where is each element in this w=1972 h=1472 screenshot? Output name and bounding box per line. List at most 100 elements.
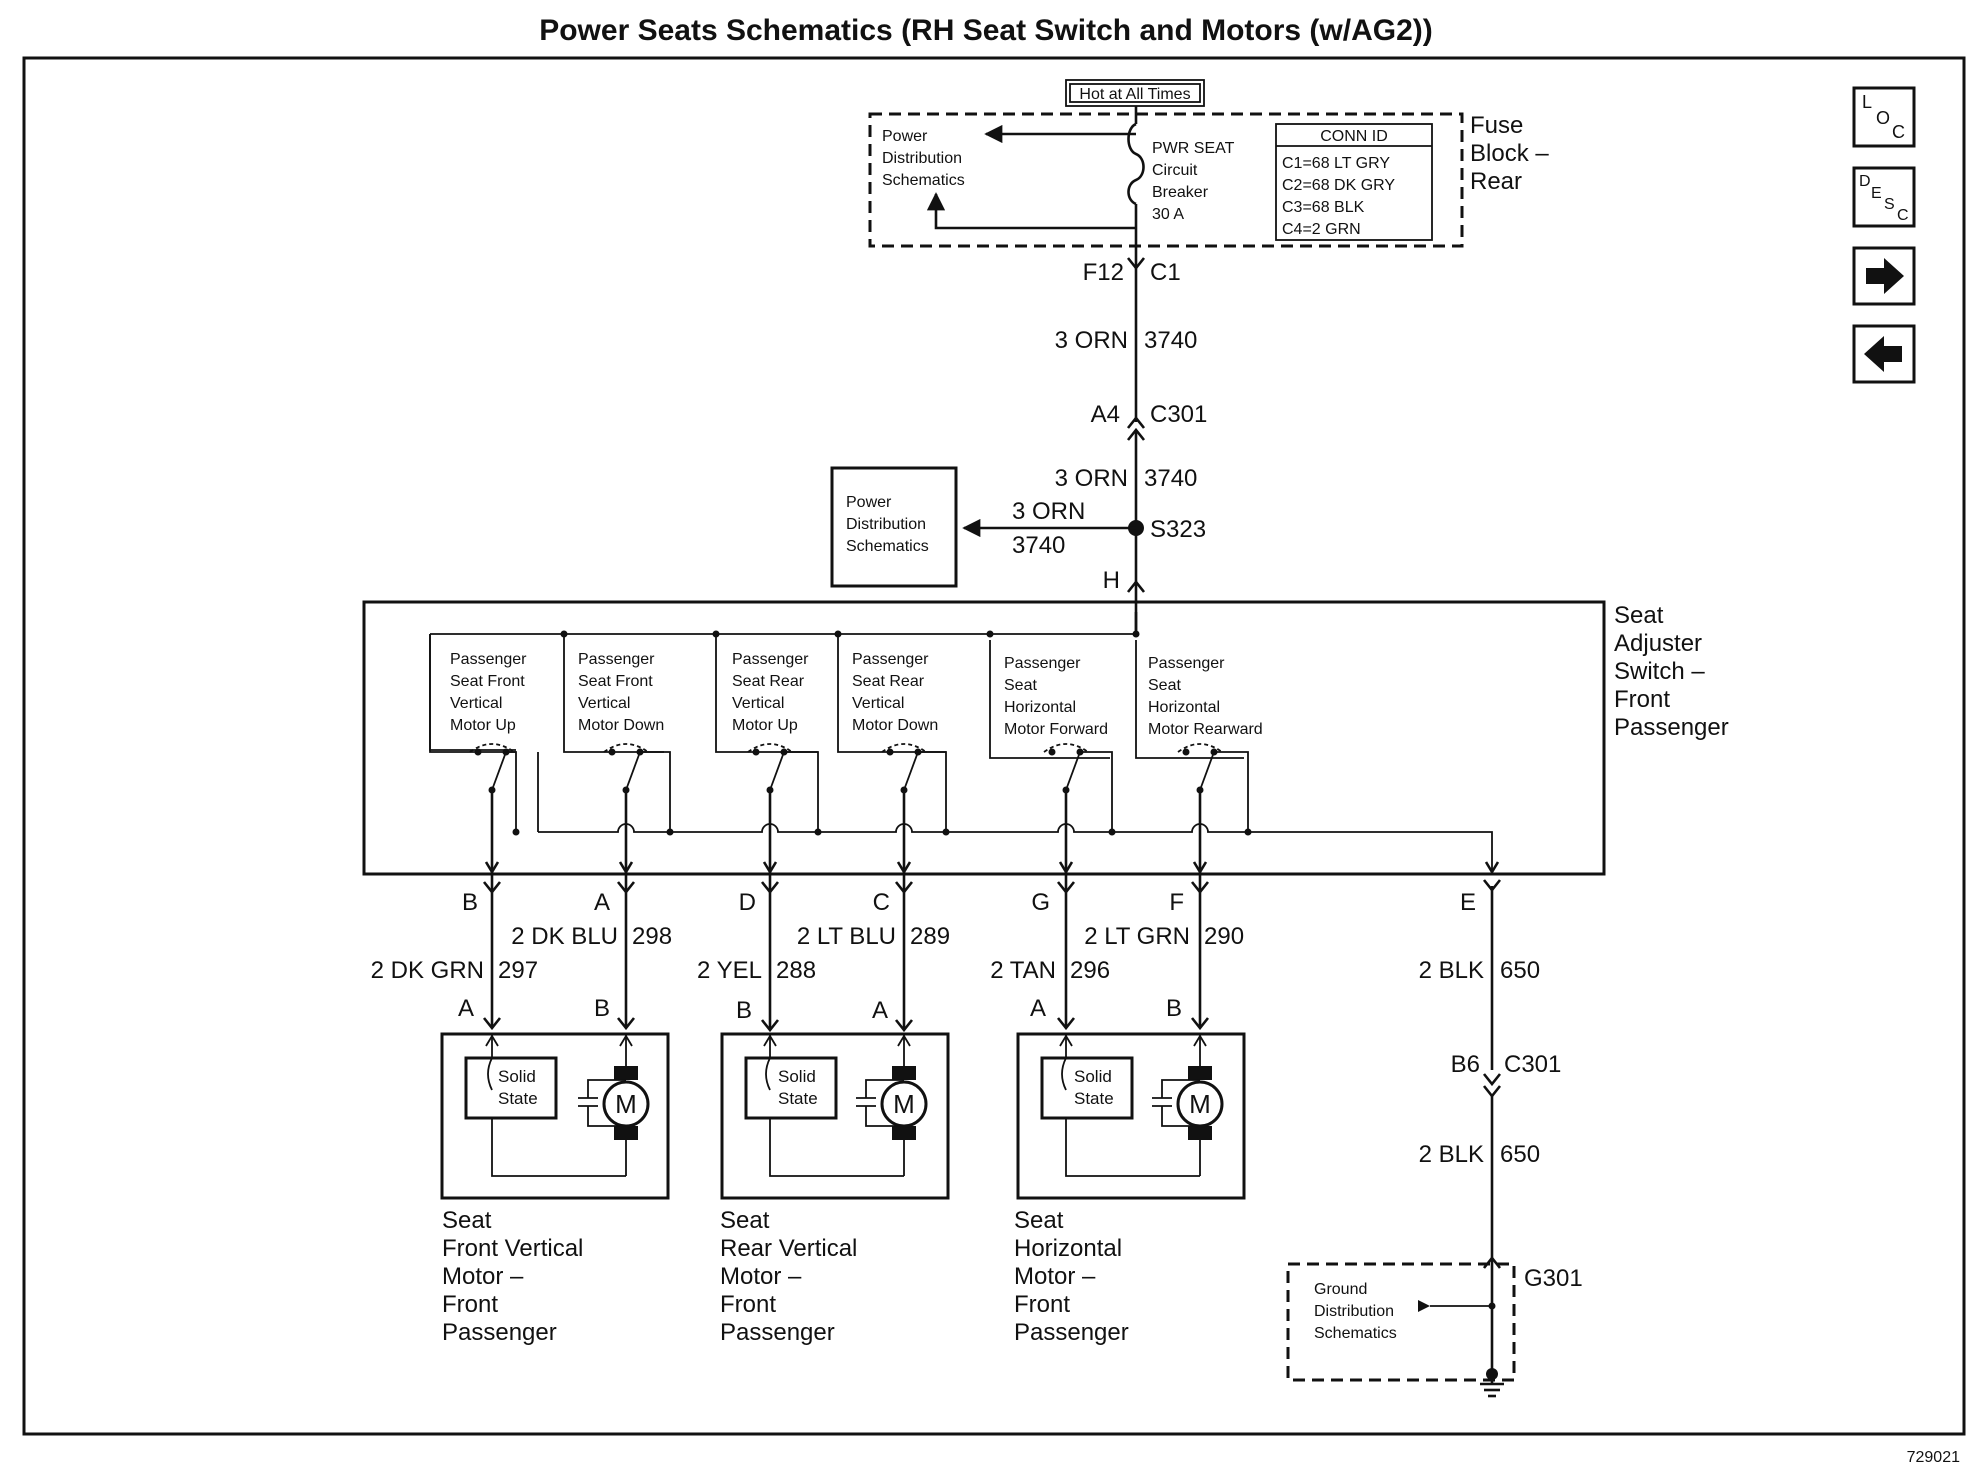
svg-text:Seat Front: Seat Front	[578, 673, 653, 690]
svg-text:C: C	[1897, 207, 1909, 224]
switch-pin-b: B	[462, 889, 478, 916]
svg-text:CONN ID: CONN ID	[1320, 128, 1388, 145]
svg-text:C4=2 GRN: C4=2 GRN	[1282, 221, 1361, 238]
svg-text:Schematics: Schematics	[1314, 1325, 1397, 1342]
svg-text:State: State	[498, 1089, 538, 1108]
svg-text:Solid: Solid	[1074, 1067, 1112, 1086]
svg-text:Passenger: Passenger	[1148, 655, 1225, 672]
svg-text:E: E	[1871, 185, 1882, 202]
svg-text:Adjuster: Adjuster	[1614, 630, 1702, 657]
arrow-right-icon[interactable]	[1852, 246, 1916, 306]
ground-wire1-gauge: 2 BLK	[1419, 957, 1484, 984]
circuit-breaker-icon	[1127, 106, 1145, 246]
svg-text:Rear: Rear	[1470, 168, 1522, 195]
switch-pin-f: F	[1169, 889, 1184, 916]
svg-text:Passenger: Passenger	[1614, 714, 1729, 741]
svg-text:Circuit: Circuit	[1152, 162, 1198, 179]
svg-text:Fuse: Fuse	[1470, 112, 1523, 139]
svg-text:Passenger: Passenger	[578, 651, 655, 668]
svg-text:Block –: Block –	[1470, 140, 1549, 167]
motor1-pin-a: A	[458, 995, 474, 1022]
svg-text:Distribution: Distribution	[882, 150, 962, 167]
ground-bus-line	[538, 823, 1493, 870]
svg-text:Seat: Seat	[1004, 677, 1037, 694]
svg-text:Front: Front	[720, 1291, 776, 1318]
svg-text:Hot at All Times: Hot at All Times	[1079, 86, 1190, 103]
svg-text:Seat: Seat	[1014, 1207, 1064, 1234]
svg-text:M: M	[615, 1089, 637, 1119]
svg-text:Motor –: Motor –	[1014, 1263, 1096, 1290]
svg-text:Seat Rear: Seat Rear	[732, 673, 805, 690]
motor2-label: Seat Rear Vertical Motor – Front Passeng…	[720, 1207, 857, 1346]
pds-reference-box[interactable]: Power Distribution Schematics	[830, 466, 958, 588]
svg-text:Vertical: Vertical	[852, 695, 904, 712]
loc-icon[interactable]: L O C	[1852, 86, 1916, 148]
switch-label-forward: Passenger Seat Horizontal Motor Forward	[1004, 655, 1108, 738]
wire2-gauge: 3 ORN	[1055, 465, 1128, 492]
figure-id: 729021	[1907, 1449, 1960, 1466]
output-wire-5	[1190, 790, 1210, 1031]
svg-text:Passenger: Passenger	[1014, 1319, 1129, 1346]
fuse-pin-label: F12	[1083, 259, 1124, 286]
svg-text:C3=68 BLK: C3=68 BLK	[1282, 199, 1365, 216]
output-wire-1	[616, 790, 636, 1031]
svg-text:Passenger: Passenger	[442, 1319, 557, 1346]
svg-text:M: M	[1189, 1089, 1211, 1119]
wire-289-gauge: 2 LT BLU	[797, 923, 896, 950]
switch-rear-up	[715, 634, 822, 836]
switch-pin-a: A	[594, 889, 610, 916]
svg-text:Breaker: Breaker	[1152, 184, 1209, 201]
output-wires	[482, 790, 1210, 1033]
svg-text:Solid: Solid	[778, 1067, 816, 1086]
wire-290-circuit: 290	[1204, 923, 1244, 950]
ground-icon	[1480, 1374, 1504, 1398]
wire-297-gauge: 2 DK GRN	[371, 957, 484, 984]
svg-text:Seat: Seat	[442, 1207, 492, 1234]
svg-text:O: O	[1876, 108, 1890, 128]
arrow-left-icon[interactable]	[1852, 324, 1916, 384]
wire-296-gauge: 2 TAN	[990, 957, 1056, 984]
gds-reference[interactable]: Ground Distribution Schematics	[1314, 1281, 1397, 1342]
output-wire-0	[482, 790, 502, 1031]
svg-text:C1=68 LT GRY: C1=68 LT GRY	[1282, 155, 1390, 172]
switch-pin-d: D	[739, 889, 756, 916]
branch-circuit: 3740	[1012, 532, 1065, 559]
switch-rearward	[1135, 640, 1252, 836]
svg-text:Horizontal: Horizontal	[1148, 699, 1220, 716]
svg-text:Distribution: Distribution	[1314, 1303, 1394, 1320]
switch-label-rear-down: Passenger Seat Rear Vertical Motor Down	[852, 651, 938, 734]
seat-adjuster-switch: Seat Adjuster Switch – Front Passenger	[362, 596, 1729, 876]
svg-text:Passenger: Passenger	[720, 1319, 835, 1346]
wire2-circuit: 3740	[1144, 465, 1197, 492]
svg-text:C: C	[1892, 122, 1905, 142]
svg-text:L: L	[1862, 92, 1872, 112]
svg-text:Motor Down: Motor Down	[852, 717, 938, 734]
wire-298-gauge: 2 DK BLU	[511, 923, 618, 950]
ground-wire2-circuit: 650	[1500, 1141, 1540, 1168]
ground-c301-conn: C301	[1504, 1051, 1561, 1078]
svg-text:Front: Front	[1614, 686, 1670, 713]
svg-text:State: State	[1074, 1089, 1114, 1108]
c301-pin-label: A4	[1091, 401, 1120, 428]
branch-gauge: 3 ORN	[1012, 498, 1085, 525]
svg-text:S: S	[1884, 196, 1895, 213]
svg-text:Horizontal: Horizontal	[1004, 699, 1076, 716]
switch-label-front-down: Passenger Seat Front Vertical Motor Down	[578, 651, 664, 734]
wire1-gauge: 3 ORN	[1055, 327, 1128, 354]
svg-text:Distribution: Distribution	[846, 516, 926, 533]
output-wire-3	[894, 790, 914, 1033]
svg-text:Vertical: Vertical	[450, 695, 502, 712]
desc-icon[interactable]: D E S C	[1852, 166, 1916, 228]
svg-text:Seat: Seat	[1614, 602, 1664, 629]
svg-text:Passenger: Passenger	[1004, 655, 1081, 672]
ground-circuit	[1286, 879, 1516, 1398]
fuse-block-rear: Fuse Block – Rear Power Distribution Sch…	[868, 106, 1549, 248]
wire-296-circuit: 296	[1070, 957, 1110, 984]
wire-297-circuit: 297	[498, 957, 538, 984]
switch-pin-g: G	[1031, 889, 1050, 916]
switch-front-up	[429, 634, 520, 836]
svg-text:Seat: Seat	[1148, 677, 1181, 694]
pds-reference-top[interactable]: Power Distribution Schematics	[882, 128, 965, 189]
svg-text:Passenger: Passenger	[732, 651, 809, 668]
